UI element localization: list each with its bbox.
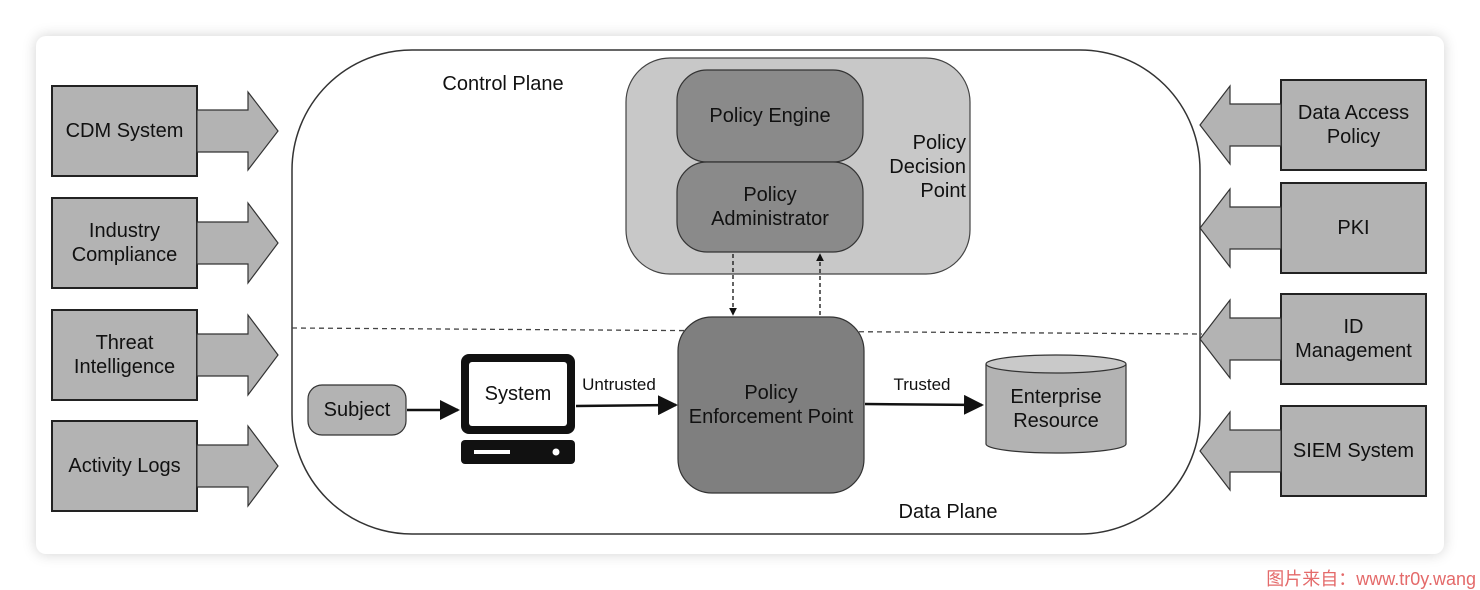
database-cylinder-icon bbox=[985, 354, 1127, 454]
right-feeds bbox=[1199, 79, 1427, 497]
block-arrow-icon bbox=[1199, 410, 1282, 492]
untrusted-label: Untrusted bbox=[582, 375, 656, 394]
enterprise-resource-label: Enterprise Resource bbox=[1010, 386, 1102, 432]
siem-system-label: SIEM System bbox=[1292, 440, 1415, 462]
policy-enforcement-point-label: Policy Enforcement Point bbox=[688, 382, 854, 428]
policy-administrator-label: Policy Administrator bbox=[711, 184, 829, 230]
block-arrow-icon bbox=[1199, 298, 1282, 380]
pep-to-resource-arrow bbox=[864, 394, 984, 415]
subject-label: Subject bbox=[323, 399, 391, 421]
block-arrow-icon bbox=[1199, 187, 1282, 269]
cdm-system-box bbox=[51, 85, 198, 177]
id-management-label: ID Management bbox=[1295, 316, 1412, 362]
siem-system-box bbox=[1280, 405, 1427, 497]
policy-administrator-box bbox=[676, 161, 864, 253]
block-arrow-icon bbox=[196, 201, 279, 285]
data-plane-label: Data Plane bbox=[898, 501, 998, 523]
block-arrow-icon bbox=[1199, 84, 1282, 166]
policy-enforcement-point-box bbox=[677, 316, 865, 494]
plane-divider bbox=[291, 327, 1203, 335]
policy-engine-label: Policy Engine bbox=[709, 105, 831, 127]
activity-logs-label: Activity Logs bbox=[68, 455, 181, 477]
data-access-policy-label: Data Access Policy bbox=[1297, 102, 1410, 148]
policy-decision-point-label: Policy Decision Point bbox=[889, 132, 966, 202]
block-arrow-icon bbox=[196, 90, 279, 172]
control-plane-label: Control Plane bbox=[442, 73, 564, 95]
activity-logs-box bbox=[51, 420, 198, 512]
system-to-pep-arrow bbox=[575, 395, 678, 416]
trusted-label: Trusted bbox=[893, 375, 951, 394]
subject-box bbox=[307, 384, 407, 436]
threat-intelligence-box bbox=[51, 309, 198, 401]
system-label: System bbox=[484, 383, 552, 405]
left-feeds bbox=[51, 85, 279, 512]
computer-icon bbox=[461, 354, 575, 464]
industry-compliance-label: Industry Compliance bbox=[71, 220, 178, 266]
block-arrow-icon bbox=[196, 313, 279, 397]
cdm-system-label: CDM System bbox=[65, 120, 184, 142]
block-arrow-icon bbox=[196, 424, 279, 508]
pki-box bbox=[1280, 182, 1427, 274]
watermark-text: 图片来自：www.tr0y.wang bbox=[1266, 569, 1476, 589]
pki-label: PKI bbox=[1337, 217, 1370, 239]
threat-intelligence-label: Threat Intelligence bbox=[73, 332, 176, 378]
